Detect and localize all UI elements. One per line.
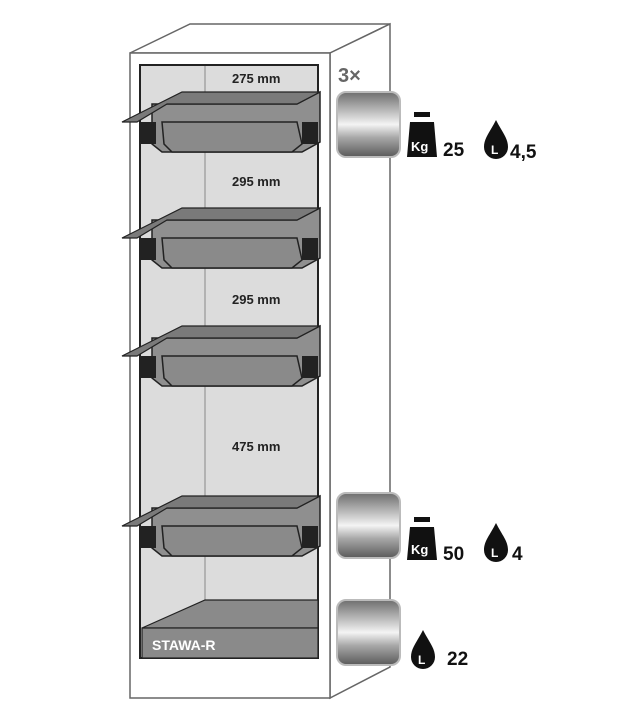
bin-icon bbox=[336, 599, 401, 666]
bottom-sump: STAWA-R bbox=[141, 599, 319, 659]
height-label: 475 mm bbox=[232, 439, 280, 454]
bin-icon bbox=[336, 91, 401, 158]
drop-icon: L bbox=[484, 120, 508, 159]
height-label: 295 mm bbox=[232, 292, 280, 307]
svg-text:Kg: Kg bbox=[411, 542, 428, 557]
bin-multiplier: 3× bbox=[338, 65, 361, 87]
bin-bottom: L 22 bbox=[336, 599, 468, 670]
weight-icon: Kg bbox=[407, 517, 437, 560]
drop-icon: L bbox=[484, 523, 508, 562]
drop-icon: L bbox=[411, 630, 435, 669]
model-label: STAWA-R bbox=[152, 637, 216, 653]
volume-value: 4,5 bbox=[510, 142, 537, 163]
bin-top: Kg 25 L 4,5 bbox=[336, 91, 537, 163]
height-label: 275 mm bbox=[232, 71, 280, 86]
bin-middle: Kg 50 L 4 bbox=[336, 492, 523, 565]
volume-value: 4 bbox=[512, 544, 523, 565]
svg-text:Kg: Kg bbox=[411, 139, 428, 154]
svg-text:L: L bbox=[491, 143, 498, 157]
weight-value: 50 bbox=[443, 544, 464, 565]
bin-icon bbox=[336, 492, 401, 559]
svg-text:L: L bbox=[491, 546, 498, 560]
weight-icon: Kg bbox=[407, 112, 437, 157]
volume-value: 22 bbox=[447, 649, 468, 670]
cabinet: STAWA-R 275 mm 295 mm 295 mm 475 mm bbox=[121, 22, 391, 700]
weight-value: 25 bbox=[443, 140, 465, 161]
height-label: 295 mm bbox=[232, 174, 280, 189]
svg-text:L: L bbox=[418, 653, 425, 667]
